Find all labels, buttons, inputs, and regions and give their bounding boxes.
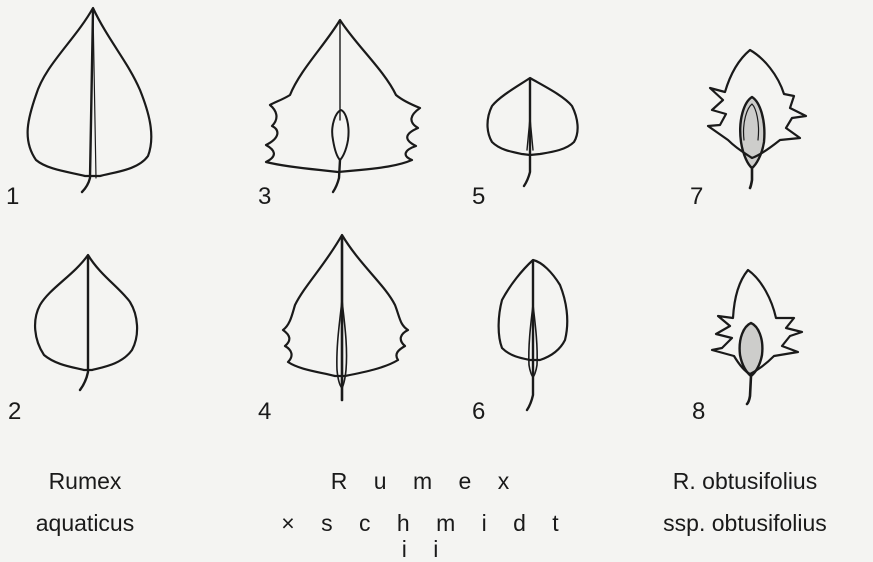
tepal-5 (488, 78, 578, 186)
tepal-1 (28, 8, 152, 192)
tepal-8 (712, 270, 802, 404)
caption-species: aquaticus (10, 510, 160, 536)
figure-number-8: 8 (692, 400, 705, 424)
figure-number-2: 2 (8, 400, 21, 424)
figure-number-4: 4 (258, 400, 271, 424)
figure-number-3: 3 (258, 185, 271, 209)
tepal-illustrations (0, 0, 873, 537)
tepal-6 (499, 260, 568, 410)
figure-number-5: 5 (472, 185, 485, 209)
tepal-3 (266, 20, 420, 192)
caption-rumex-aquaticus: Rumex aquaticus (10, 468, 160, 536)
caption-rumex-schmidtii: R u m e x × s c h m i d t i i (270, 468, 580, 562)
caption-genus: Rumex (10, 468, 160, 494)
caption-species: R. obtusifolius (620, 468, 870, 494)
tepal-4 (283, 235, 408, 400)
tepal-7 (708, 50, 806, 188)
caption-genus: R u m e x (270, 468, 580, 494)
caption-subspecies: ssp. obtusifolius (620, 510, 870, 536)
figure-number-1: 1 (6, 185, 19, 209)
caption-rumex-obtusifolius: R. obtusifolius ssp. obtusifolius (620, 468, 870, 536)
caption-species: × s c h m i d t i i (270, 510, 580, 562)
figure-number-7: 7 (690, 185, 703, 209)
figure-number-6: 6 (472, 400, 485, 424)
tepal-2 (35, 255, 137, 390)
